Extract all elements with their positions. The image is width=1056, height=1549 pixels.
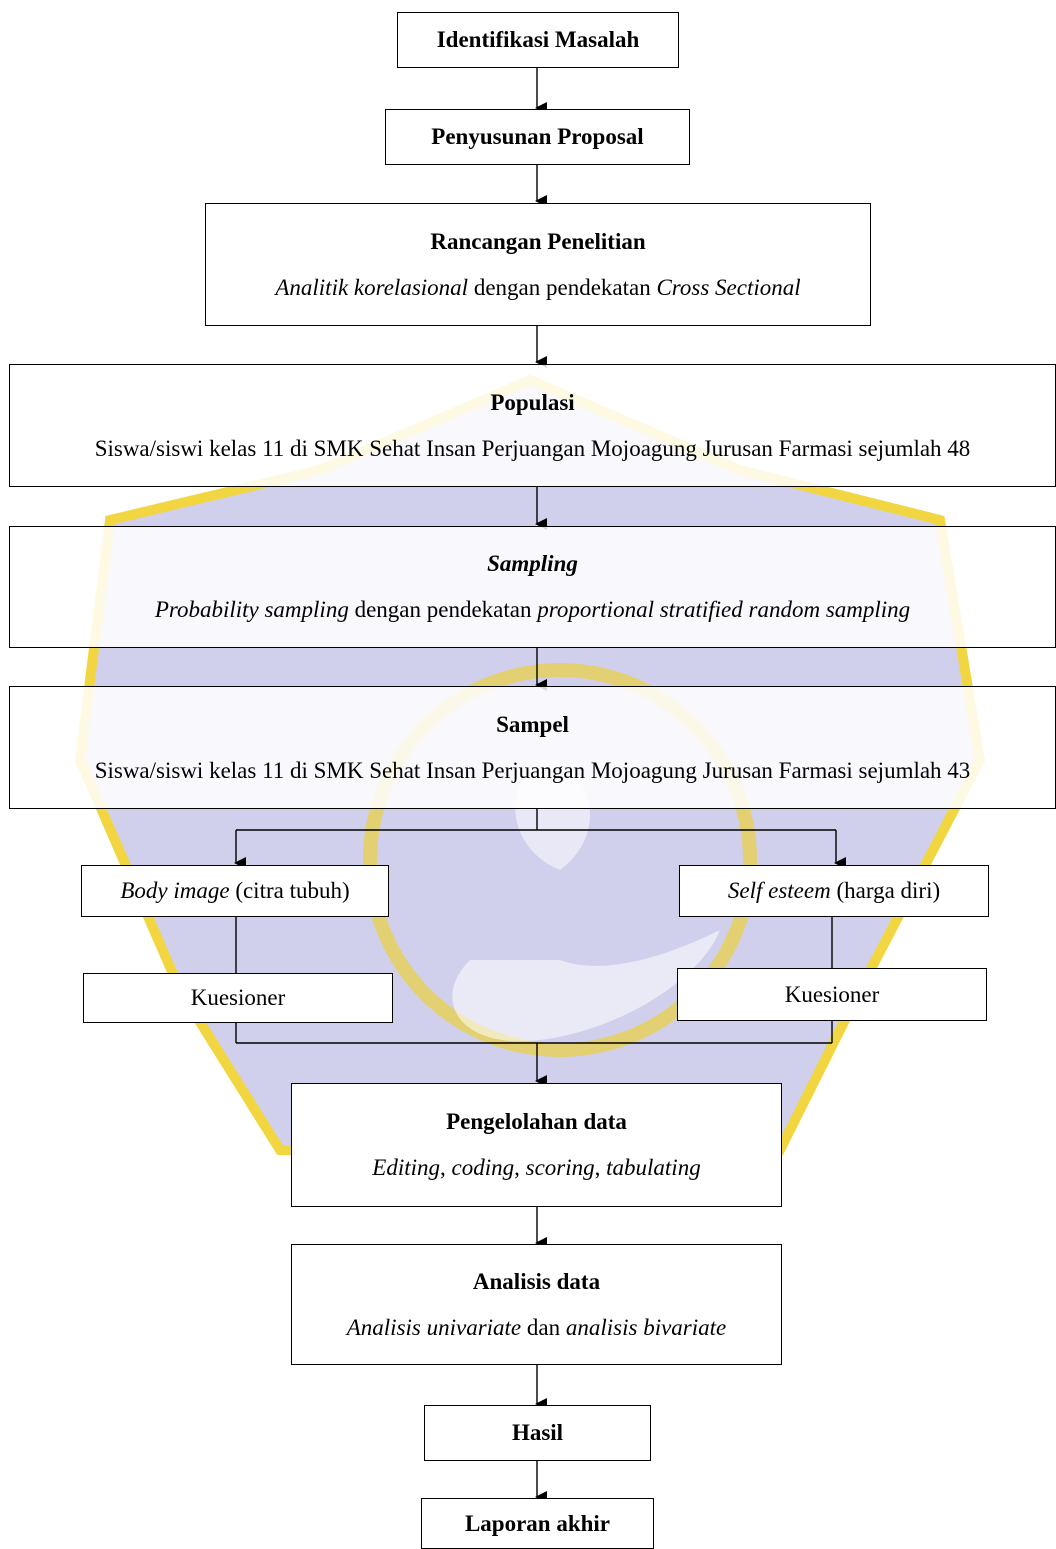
step-rancangan: Rancangan Penelitian Analitik korelasion… [205,203,871,326]
pengelolahan-tabulating: tabulating [606,1155,701,1180]
rancangan-title: Rancangan Penelitian [430,228,646,254]
step-sampling: Sampling Probability sampling dengan pen… [9,526,1056,648]
kuesioner-left: Kuesioner [83,973,393,1023]
sampling-desc-3: proportional stratified random sampling [537,597,911,622]
step-sampel: Sampel Siswa/siswi kelas 11 di SMK Sehat… [9,686,1056,809]
variable-self-esteem: Self esteem (harga diri) [679,865,989,917]
variable-body-image: Body image (citra tubuh) [81,865,389,917]
step-identifikasi: Identifikasi Masalah [397,12,679,68]
sampling-title: Sampling [487,551,578,577]
rancangan-desc-3: Cross Sectional [656,274,801,300]
step-analisis: Analisis data Analisis univariate dan an… [291,1244,782,1365]
hasil-label: Hasil [511,1420,564,1446]
analisis-title: Analisis data [472,1268,601,1294]
rancangan-desc: Analitik korelasional dengan pendekatan … [275,274,800,302]
analisis-desc-3: analisis bivariate [565,1314,727,1340]
body-image-italic: Body image [120,878,230,904]
analisis-desc-1: Analisis univariate [346,1314,522,1340]
sampling-desc-2: dengan pendekatan [348,597,538,622]
proposal-label: Penyusunan Proposal [431,124,644,150]
rancangan-desc-1: Analitik korelasional [275,274,469,300]
pengelolahan-scoring: scoring [525,1155,595,1180]
rancangan-desc-2: dengan pendekatan [468,274,657,300]
sampling-desc: Probability sampling dengan pendekatan p… [155,596,910,624]
pengelolahan-editing: Editing [372,1155,441,1180]
pengelolahan-coding: coding [451,1155,515,1180]
laporan-label: Laporan akhir [464,1510,611,1536]
sampling-desc-1: Probability sampling [154,597,349,622]
analisis-desc: Analisis univariate dan analisis bivaria… [347,1314,727,1342]
self-esteem-italic: Self esteem [727,878,831,904]
kuesioner-left-label: Kuesioner [190,985,286,1011]
pengelolahan-sep-2: , [514,1155,526,1180]
pengelolahan-sep-1: , [440,1155,452,1180]
step-pengelolahan: Pengelolahan data Editing, coding, scori… [291,1083,782,1207]
self-esteem-label: Self esteem (harga diri) [728,877,940,905]
pengelolahan-title: Pengelolahan data [446,1109,627,1135]
pengelolahan-desc: Editing, coding, scoring, tabulating [372,1154,700,1182]
populasi-title: Populasi [490,389,575,415]
step-proposal: Penyusunan Proposal [385,109,690,165]
analisis-desc-2: dan [521,1314,566,1340]
step-populasi: Populasi Siswa/siswi kelas 11 di SMK Seh… [9,364,1056,487]
step-laporan: Laporan akhir [421,1498,654,1549]
kuesioner-right: Kuesioner [677,968,987,1021]
populasi-desc: Siswa/siswi kelas 11 di SMK Sehat Insan … [94,435,971,461]
step-hasil: Hasil [424,1405,651,1461]
sampel-title: Sampel [496,711,569,737]
identifikasi-label: Identifikasi Masalah [436,27,640,53]
body-image-rest: (citra tubuh) [229,878,350,904]
sampel-desc: Siswa/siswi kelas 11 di SMK Sehat Insan … [94,757,971,783]
body-image-label: Body image (citra tubuh) [120,877,349,905]
self-esteem-rest: (harga diri) [830,878,941,904]
kuesioner-right-label: Kuesioner [784,981,880,1007]
pengelolahan-sep-3: , [594,1155,607,1180]
